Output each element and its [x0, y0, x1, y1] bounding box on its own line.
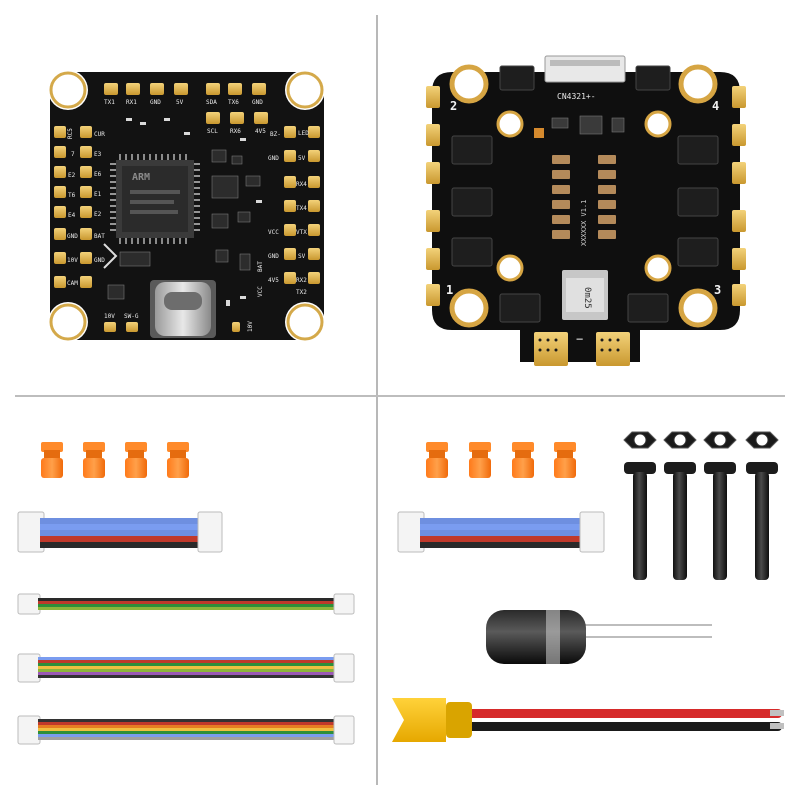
esc-cable-ribbon	[397, 511, 605, 553]
fc-top-pads	[104, 83, 268, 124]
pad-label: GND	[67, 233, 78, 240]
motor-1-label: 1	[446, 283, 453, 297]
pad-label: SDA	[206, 99, 217, 106]
pad-label: BAT	[257, 261, 264, 272]
pad-label: RX6	[230, 128, 241, 135]
fc-mcu-chip: ARM	[110, 154, 200, 244]
fc-right-pads	[284, 126, 320, 284]
shunt-label: 0m25	[582, 287, 592, 309]
fc-cable-multicolor	[17, 653, 355, 683]
bolt-icon	[745, 431, 779, 580]
esc-connector	[544, 55, 626, 83]
damper-icon	[469, 442, 491, 478]
pad-label: GND	[94, 257, 105, 264]
motor-3-label: 3	[714, 283, 721, 297]
bolt-icon	[663, 431, 697, 580]
motor-2-label: 2	[450, 99, 457, 113]
pad-label: RC5	[67, 128, 74, 139]
damper-icon	[426, 442, 448, 478]
pad-label: BAT	[94, 233, 105, 240]
pad-label: VTX	[296, 229, 307, 236]
damper-icon	[83, 442, 105, 478]
pad-label: 5V	[176, 99, 184, 106]
pad-label: T6	[68, 192, 76, 199]
pad-label: CUR	[94, 131, 105, 138]
damper-icon	[125, 442, 147, 478]
pad-label: RX2	[296, 277, 307, 284]
bolts-and-nuts	[623, 431, 779, 580]
pad-label: 7	[71, 151, 75, 158]
pad-label: RX1	[126, 99, 137, 106]
pad-label: BZ-	[270, 131, 281, 138]
damper-icon	[512, 442, 534, 478]
pad-label: 5V	[298, 155, 306, 162]
pad-label: E3	[94, 151, 102, 158]
pad-label: VCC	[257, 286, 264, 297]
xt60-power-lead	[392, 698, 784, 742]
version-label: XXXXXX V1.1	[580, 200, 588, 246]
pad-label: SCL	[207, 128, 218, 135]
bolt-icon	[703, 431, 737, 580]
esc-inner-holes	[496, 110, 672, 282]
damper-icon	[554, 442, 576, 478]
esc-mount-rings	[449, 64, 718, 328]
pad-label: SW-G	[124, 313, 139, 320]
pad-label: E4	[68, 212, 76, 219]
pad-label: E6	[94, 171, 102, 178]
esc-board: CN4321+-	[426, 55, 746, 366]
fc-cable-ribbon	[17, 511, 223, 553]
pad-label: 10V	[67, 257, 78, 264]
flight-controller-board: TX1 RX1 GND 5V SDA TX6 GND SCL RX6 4V5 R…	[48, 70, 325, 342]
esc-power-pads	[534, 332, 630, 366]
pad-label: 10V	[247, 321, 254, 332]
pad-label: SV	[298, 253, 306, 260]
fc-cable-8pin	[17, 715, 355, 745]
chip-brand: ARM	[132, 172, 150, 183]
esc-damper-grommets	[426, 442, 576, 478]
pad-label: 10V	[104, 313, 115, 320]
pad-label: VCC	[268, 229, 279, 236]
fc-cable-4pin	[17, 593, 355, 615]
pad-label: TX4	[296, 205, 307, 212]
pad-label: GND	[150, 99, 161, 106]
esc-capacitors	[552, 155, 616, 239]
pad-label: RX4	[296, 181, 307, 188]
pad-label: TX2	[296, 289, 307, 296]
pad-label: 4V5	[268, 277, 279, 284]
fc-bottom-labels: 10V SW-G 10V VCC BAT	[104, 261, 264, 332]
pad-label: LED	[298, 130, 309, 137]
fc-mount-holes	[48, 70, 325, 342]
pad-label: E1	[94, 191, 102, 198]
pad-label: GND	[268, 253, 279, 260]
pad-label: GND	[268, 155, 279, 162]
fc-components	[107, 149, 261, 300]
pad-label: CAM	[67, 280, 78, 287]
fc-left-pads	[54, 126, 92, 288]
capacitor-icon	[486, 610, 712, 664]
arrow-mark-icon	[103, 243, 118, 269]
pad-label: E2	[94, 211, 102, 218]
esc-mosfets	[451, 65, 719, 323]
fc-damper-grommets	[41, 442, 189, 478]
esc-shunt: 0m25	[562, 270, 608, 320]
fc-top-labels: TX1 RX1 GND 5V SDA TX6 GND SCL RX6 4V5	[104, 99, 266, 135]
minus-label: −	[576, 332, 583, 346]
damper-icon	[167, 442, 189, 478]
pad-label: E2	[68, 172, 76, 179]
connector-label: CN4321+-	[557, 92, 596, 101]
motor-4-label: 4	[712, 99, 719, 113]
esc-side-pads	[426, 86, 746, 306]
bolt-icon	[623, 431, 657, 580]
pad-label: GND	[252, 99, 263, 106]
fc-left-labels: RC5 7 E2 T6 E4 GND 10V CAM CUR E3 E6 E1 …	[67, 128, 105, 287]
pad-label: TX1	[104, 99, 115, 106]
usb-c-port-icon	[150, 280, 216, 338]
damper-icon	[41, 442, 63, 478]
pad-label: TX6	[228, 99, 239, 106]
fc-right-labels: LED 5V RX4 TX4 VTX SV RX2 TX2 BZ- GND VC…	[268, 130, 309, 296]
pad-label: 4V5	[255, 128, 266, 135]
